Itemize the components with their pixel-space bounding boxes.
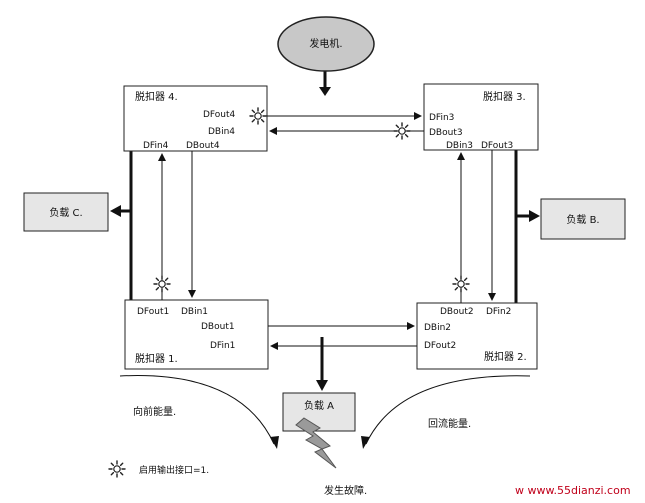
port-dfout4: DFout4 bbox=[203, 110, 236, 120]
port-dbin4: DBin4 bbox=[208, 127, 235, 137]
load-a-label: 负载 A bbox=[304, 399, 334, 412]
generator-node bbox=[277, 16, 375, 72]
breaker-2-box bbox=[416, 302, 538, 370]
load-c-label: 负载 C. bbox=[49, 206, 82, 219]
load-b-label: 负载 B. bbox=[566, 213, 599, 226]
forward-energy-curve bbox=[119, 375, 275, 445]
enabled-output-dfout1-icon bbox=[153, 275, 171, 293]
forward-energy-arrowhead bbox=[270, 436, 279, 449]
port-dfout1: DFout1 bbox=[137, 307, 169, 317]
load-b-box bbox=[540, 198, 626, 240]
port-dfout3: DFout3 bbox=[481, 141, 513, 151]
enabled-output-dbout3-icon bbox=[393, 122, 411, 140]
port-dbout2: DBout2 bbox=[440, 307, 474, 317]
backflow-energy-label: 回流能量. bbox=[428, 417, 471, 430]
port-dbout3: DBout3 bbox=[429, 128, 463, 138]
breaker-4-label: 脱扣器 4. bbox=[135, 90, 178, 103]
forward-energy-label: 向前能量. bbox=[133, 405, 176, 418]
breaker-2-label: 脱扣器 2. bbox=[484, 350, 527, 363]
port-dfin2: DFin2 bbox=[486, 307, 511, 317]
enabled-output-dbout2-icon bbox=[452, 275, 470, 293]
breaker-3-label: 脱扣器 3. bbox=[483, 90, 526, 103]
load-c-box bbox=[23, 192, 109, 232]
generator-label: 发电机. bbox=[309, 37, 342, 50]
port-dbin2: DBin2 bbox=[424, 323, 451, 333]
breaker-4-box bbox=[123, 85, 268, 152]
fault-label: 发生故障. bbox=[324, 484, 367, 497]
backflow-energy-arrowhead bbox=[361, 436, 370, 449]
fault-lightning-icon bbox=[295, 417, 337, 469]
generator-feed-arrow bbox=[319, 70, 331, 96]
breaker-1-label: 脱扣器 1. bbox=[135, 352, 178, 365]
port-dbin1: DBin1 bbox=[181, 307, 208, 317]
enabled-output-dfout4-icon bbox=[249, 107, 267, 125]
backflow-energy-curve bbox=[365, 375, 531, 445]
load-a-feed-arrow bbox=[316, 380, 328, 391]
load-b-feed-arrow bbox=[516, 210, 540, 222]
legend-text: 启用输出接口=1. bbox=[139, 464, 209, 476]
port-dfin1: DFin1 bbox=[210, 341, 235, 351]
watermark: w www.55dianzi.com bbox=[515, 484, 631, 497]
load-a-box bbox=[282, 392, 356, 432]
breaker-3-box bbox=[423, 83, 539, 151]
load-c-feed-arrow bbox=[110, 205, 131, 217]
breaker-1-box bbox=[124, 299, 269, 370]
port-dfout2: DFout2 bbox=[424, 341, 456, 351]
port-dbout1: DBout1 bbox=[201, 322, 235, 332]
port-dbout4: DBout4 bbox=[186, 141, 220, 151]
port-dbin3: DBin3 bbox=[446, 141, 473, 151]
legend-enabled-output-icon bbox=[108, 460, 126, 478]
port-dfin4: DFin4 bbox=[143, 141, 169, 151]
port-dfin3: DFin3 bbox=[429, 113, 454, 123]
